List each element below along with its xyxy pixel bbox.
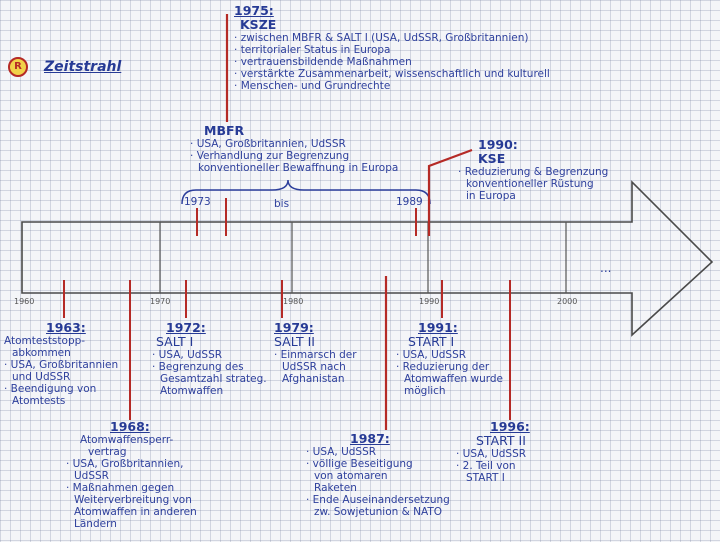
event-1990-line: konventioneller Rüstung	[466, 178, 594, 190]
event-1975-line: territorialer Status in Europa	[234, 44, 550, 56]
event-1987: 1987: · USA, UdSSR · völlige Beseitigung…	[306, 431, 450, 519]
event-1990-title: KSE	[478, 151, 506, 166]
event-1987-line: zw. Sowjetunion & NATO	[314, 506, 443, 518]
page-title: Zeitstrahl	[44, 59, 122, 75]
event-1975-line: vertrauensbildende Maßnahmen	[234, 56, 550, 68]
span-start-1973: 1973	[184, 196, 211, 208]
event-1979-line: Afghanistan	[282, 373, 345, 385]
event-1979-year: 1979:	[274, 320, 314, 335]
event-1968-line: · USA, Großbritannien,	[66, 458, 184, 470]
event-1968-line: Ländern	[74, 518, 117, 530]
event-1990-kse: 1990: KSE Reduzierung & Begrenzung konve…	[458, 137, 609, 203]
event-1972-line: · Begrenzung des	[152, 361, 244, 373]
event-1963-line: Atomtests	[12, 395, 66, 407]
event-1987-year: 1987:	[350, 431, 390, 446]
event-1972: 1972: SALT I · USA, UdSSR · Begrenzung d…	[152, 320, 267, 398]
event-1963: 1963: Atomteststopp- abkommen · USA, Gro…	[4, 320, 119, 408]
event-1972-line: Atomwaffen	[160, 385, 224, 397]
event-mbfr-title: MBFR	[204, 123, 245, 138]
arrow-outline	[21, 180, 714, 337]
span-mid-bis: bis	[274, 198, 290, 210]
event-1996: 1996: START II · USA, UdSSR · 2. Teil vo…	[456, 419, 530, 485]
event-1972-title: SALT I	[156, 334, 194, 349]
tick-1960: 1960	[14, 297, 35, 306]
event-1991-line: Atomwaffen wurde	[404, 373, 503, 385]
event-mbfr-line: USA, Großbritannien, UdSSR	[190, 138, 398, 150]
event-mbfr-line: konventioneller Bewaffnung in Europa	[198, 162, 399, 174]
axis-continuation: ...	[600, 261, 612, 275]
tick-1980: 1980	[283, 297, 304, 306]
event-1975-ksze: 1975: KSZE zwischen MBFR & SALT I (USA, …	[234, 3, 550, 93]
event-1972-line: Gesamtzahl strateg.	[160, 373, 267, 385]
event-1996-year: 1996:	[490, 419, 530, 434]
event-1968-line: UdSSR	[74, 470, 109, 482]
section-marker-circle: R	[8, 57, 28, 77]
event-1990-line: Reduzierung & Begrenzung	[458, 166, 609, 178]
tick-1970: 1970	[150, 297, 171, 306]
event-mbfr-line: Verhandlung zur Begrenzung	[190, 150, 398, 162]
event-1968: 1968: Atomwaffensperr- vertrag · USA, Gr…	[66, 419, 197, 531]
event-1987-line: · USA, UdSSR	[306, 446, 377, 458]
event-1968-line: · Maßnahmen gegen	[66, 482, 175, 494]
event-1991-title: START I	[408, 334, 455, 349]
event-1996-line: START I	[466, 472, 505, 484]
event-1963-line: · USA, Großbritannien	[4, 359, 119, 371]
event-1996-line: · USA, UdSSR	[456, 448, 527, 460]
tick-2000: 2000	[557, 297, 578, 306]
event-1979-title: SALT II	[274, 334, 315, 349]
section-marker-label: R	[14, 61, 22, 72]
event-1990-year: 1990:	[478, 137, 518, 152]
event-1975-line: verstärkte Zusammenarbeit, wissenschaftl…	[234, 68, 550, 80]
event-1996-title: START II	[476, 433, 526, 448]
event-1979-line: UdSSR nach	[282, 361, 346, 373]
line-1990-kse	[427, 148, 473, 236]
event-1963-line: und UdSSR	[12, 371, 71, 383]
event-1968-line: Atomwaffensperr-	[80, 434, 174, 446]
event-1975-year: 1975:	[234, 3, 274, 18]
event-1979-line: · Einmarsch der	[274, 349, 357, 361]
event-1975-title: KSZE	[240, 17, 277, 32]
event-mbfr: MBFR USA, Großbritannien, UdSSR Verhandl…	[190, 123, 399, 175]
event-1991-line: möglich	[404, 385, 446, 397]
event-1991: 1991: START I · USA, UdSSR · Reduzierung…	[396, 320, 503, 398]
event-1987-line: Raketen	[314, 482, 357, 494]
event-1979: 1979: SALT II · Einmarsch der UdSSR nach…	[274, 320, 357, 386]
event-1975-line: Menschen- und Grundrechte	[234, 80, 550, 92]
tick-1990: 1990	[419, 297, 440, 306]
event-1963-line: abkommen	[12, 347, 71, 359]
event-1991-line: · Reduzierung der	[396, 361, 490, 373]
event-1963-line: · Beendigung von	[4, 383, 97, 395]
event-1968-line: Weiterverbreitung von	[74, 494, 192, 506]
event-1991-year: 1991:	[418, 320, 458, 335]
event-1987-line: von atomaren	[314, 470, 388, 482]
event-1968-year: 1968:	[110, 419, 150, 434]
event-1972-year: 1972:	[166, 320, 206, 335]
event-1968-line: vertrag	[88, 446, 127, 458]
event-1963-year: 1963:	[46, 320, 86, 335]
event-1996-line: · 2. Teil von	[456, 460, 516, 472]
event-1991-line: · USA, UdSSR	[396, 349, 467, 361]
event-1968-line: Atomwaffen in anderen	[74, 506, 197, 518]
event-1987-line: · Ende Auseinandersetzung	[306, 494, 450, 506]
span-end-1989: 1989	[396, 196, 423, 208]
event-1975-line: zwischen MBFR & SALT I (USA, UdSSR, Groß…	[234, 32, 550, 44]
span-brace	[181, 179, 431, 205]
event-1972-line: · USA, UdSSR	[152, 349, 223, 361]
event-1987-line: · völlige Beseitigung	[306, 458, 413, 470]
event-1963-line: Atomteststopp-	[4, 335, 86, 347]
event-1990-line: in Europa	[466, 190, 516, 202]
